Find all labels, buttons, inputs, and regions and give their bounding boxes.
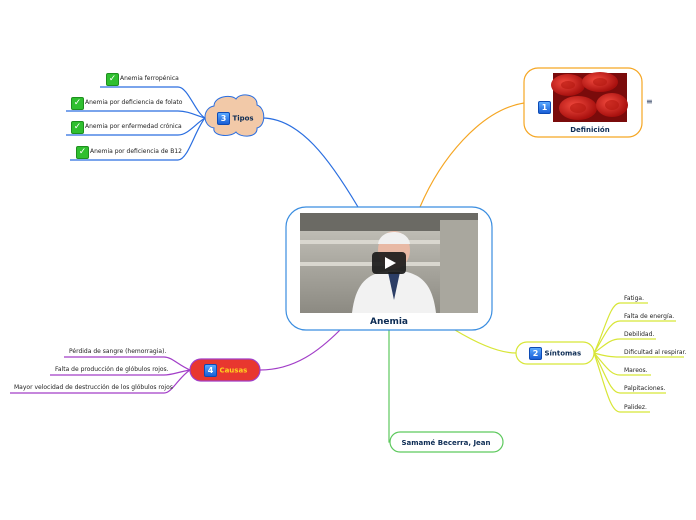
definicion-node[interactable]: Definición: [523, 67, 643, 138]
sintoma-item[interactable]: Fatiga.: [624, 295, 644, 302]
tipos-label: 3 Tipos: [217, 112, 254, 125]
check-icon: ✓: [76, 146, 89, 159]
sintomas-label: 2 Síntomas: [529, 347, 581, 360]
tipo-item[interactable]: Anemia por deficiencia de folato: [85, 99, 183, 106]
sintoma-item[interactable]: Dificultad al respirar.: [624, 349, 687, 356]
definicion-title: Definición: [570, 126, 609, 134]
sintoma-item[interactable]: Mareos.: [624, 367, 648, 374]
causa-item[interactable]: Mayor velocidad de destrucción de los gl…: [14, 384, 173, 391]
sintoma-item[interactable]: Palidez.: [624, 404, 647, 411]
connector-definicion: [419, 102, 525, 208]
tipo-item[interactable]: Anemia por deficiencia de B12: [90, 148, 182, 155]
causas-label: 4 Causas: [204, 364, 247, 377]
tipo-item[interactable]: Anemia por enfermedad crónica: [85, 123, 182, 130]
check-icon: ✓: [71, 97, 84, 110]
tipos-node[interactable]: [204, 94, 265, 137]
central-node[interactable]: Anemia: [285, 206, 493, 331]
check-icon: ✓: [106, 73, 119, 86]
check-icon: ✓: [71, 121, 84, 134]
sintoma-item[interactable]: Falta de energía.: [624, 313, 675, 320]
connector-sintomas: [454, 329, 517, 354]
connectors: [10, 86, 684, 443]
sintoma-item[interactable]: Palpitaciones.: [624, 385, 666, 392]
tipo-item[interactable]: Anemia ferropénica: [120, 75, 179, 82]
causa-item[interactable]: Pérdida de sangre (hemorragia).: [69, 348, 167, 355]
connector-causas: [259, 329, 341, 371]
connector-tipos: [261, 117, 359, 208]
causa-item[interactable]: Falta de producción de glóbulos rojos.: [55, 366, 169, 373]
definicion-number-badge: 1: [538, 97, 551, 116]
central-title: Anemia: [370, 317, 408, 327]
connector-author: [388, 330, 392, 443]
sintoma-item[interactable]: Debilidad.: [624, 331, 655, 338]
note-icon[interactable]: ≡: [646, 97, 653, 106]
red-blood-cells-image: [551, 72, 628, 122]
author-node[interactable]: Samamé Becerra, Jean: [389, 431, 504, 453]
play-icon[interactable]: [372, 252, 406, 274]
author-name: Samamé Becerra, Jean: [401, 439, 490, 447]
